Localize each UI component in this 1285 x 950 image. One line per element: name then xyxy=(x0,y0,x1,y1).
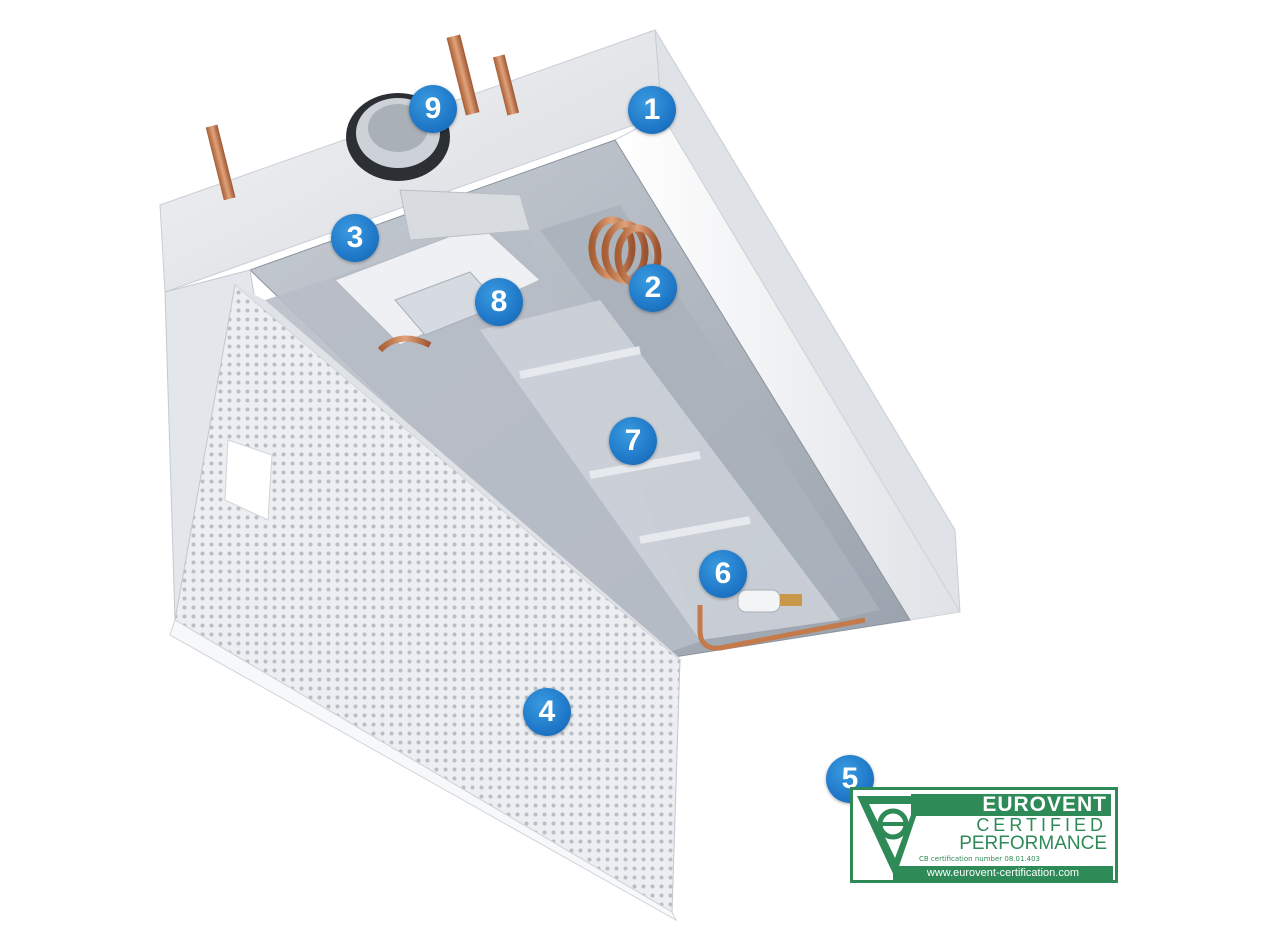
eurovent-logo-icon xyxy=(857,796,923,878)
pipe-mid xyxy=(446,34,480,116)
badge-url: www.eurovent-certification.com xyxy=(893,866,1113,880)
badge-brand: EUROVENT xyxy=(911,794,1111,816)
badge-certified: CERTIFIED xyxy=(976,815,1107,835)
valve xyxy=(737,589,781,613)
callout-8[interactable]: 8 xyxy=(475,278,523,326)
callout-1[interactable]: 1 xyxy=(628,86,676,134)
badge-cert-number: CB certification number 08.01.403 xyxy=(919,855,1040,863)
callout-3[interactable]: 3 xyxy=(331,214,379,262)
callout-6[interactable]: 6 xyxy=(699,550,747,598)
panel-window xyxy=(224,439,273,521)
pipe-right xyxy=(492,54,520,116)
callout-7[interactable]: 7 xyxy=(609,417,657,465)
callout-2[interactable]: 2 xyxy=(629,264,677,312)
pipe-left xyxy=(205,124,236,201)
callout-9[interactable]: 9 xyxy=(409,85,457,133)
eurovent-badge: EUROVENT CERTIFIED PERFORMANCE CB certif… xyxy=(850,787,1118,883)
copper-drain-pipe xyxy=(697,605,866,651)
rail-right xyxy=(540,205,880,620)
callout-4[interactable]: 4 xyxy=(523,688,571,736)
drip-tray xyxy=(480,300,840,640)
panel-bottom-edge xyxy=(169,619,678,922)
rail-left xyxy=(265,215,705,655)
badge-performance: PERFORMANCE xyxy=(959,833,1107,854)
